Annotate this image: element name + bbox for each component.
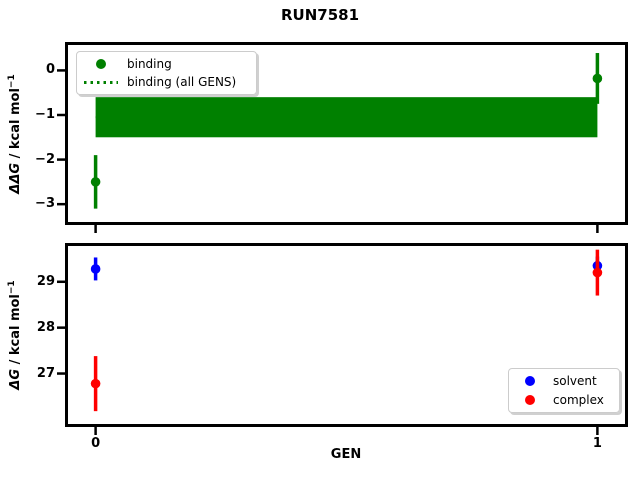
data-point-binding [592,73,603,84]
x-tick-label: 1 [592,436,602,451]
legend-item-binding: binding [83,55,250,73]
legend-item-solvent: solvent [515,372,613,391]
ddg-axis-label: ΔΔG / kcal mol−1 [7,74,23,193]
y-tick-label: −3 [35,196,55,212]
gen-axis-label: GEN [330,447,362,462]
data-point-complex [90,378,101,389]
legend-handle [83,59,119,69]
legend-label-binding-all-gens: binding (all GENS) [127,75,237,89]
y-tick-label: 0 [45,62,55,78]
legend-label-complex: complex [553,392,604,407]
dotted-line-icon [84,80,118,84]
uncertainty-band [95,97,598,138]
legend-label-binding: binding [127,57,172,71]
y-tick-label: 28 [36,319,55,335]
data-point-complex [592,267,603,278]
legend-label-solvent: solvent [553,374,597,389]
data-point-binding [90,177,101,187]
legend-item-binding-all-gens: binding (all GENS) [83,73,250,91]
x-tick-label: 0 [91,436,101,451]
binding-legend: binding binding (all GENS) [76,51,257,95]
figure-title: RUN7581 [280,6,360,24]
y-tick-label: 29 [36,273,55,289]
solvent-marker-icon [525,376,535,387]
legend-handle [83,80,119,84]
legend-handle [515,394,545,405]
y-tick-label: −2 [35,151,55,167]
y-tick-label: 27 [36,365,55,381]
data-point-solvent [90,264,101,274]
components-legend: solvent complex [508,368,620,413]
complex-marker-icon [525,394,535,405]
legend-item-complex: complex [515,391,613,410]
binding-marker-icon [96,59,106,69]
y-tick-label: −1 [35,106,55,122]
legend-handle [515,376,545,387]
